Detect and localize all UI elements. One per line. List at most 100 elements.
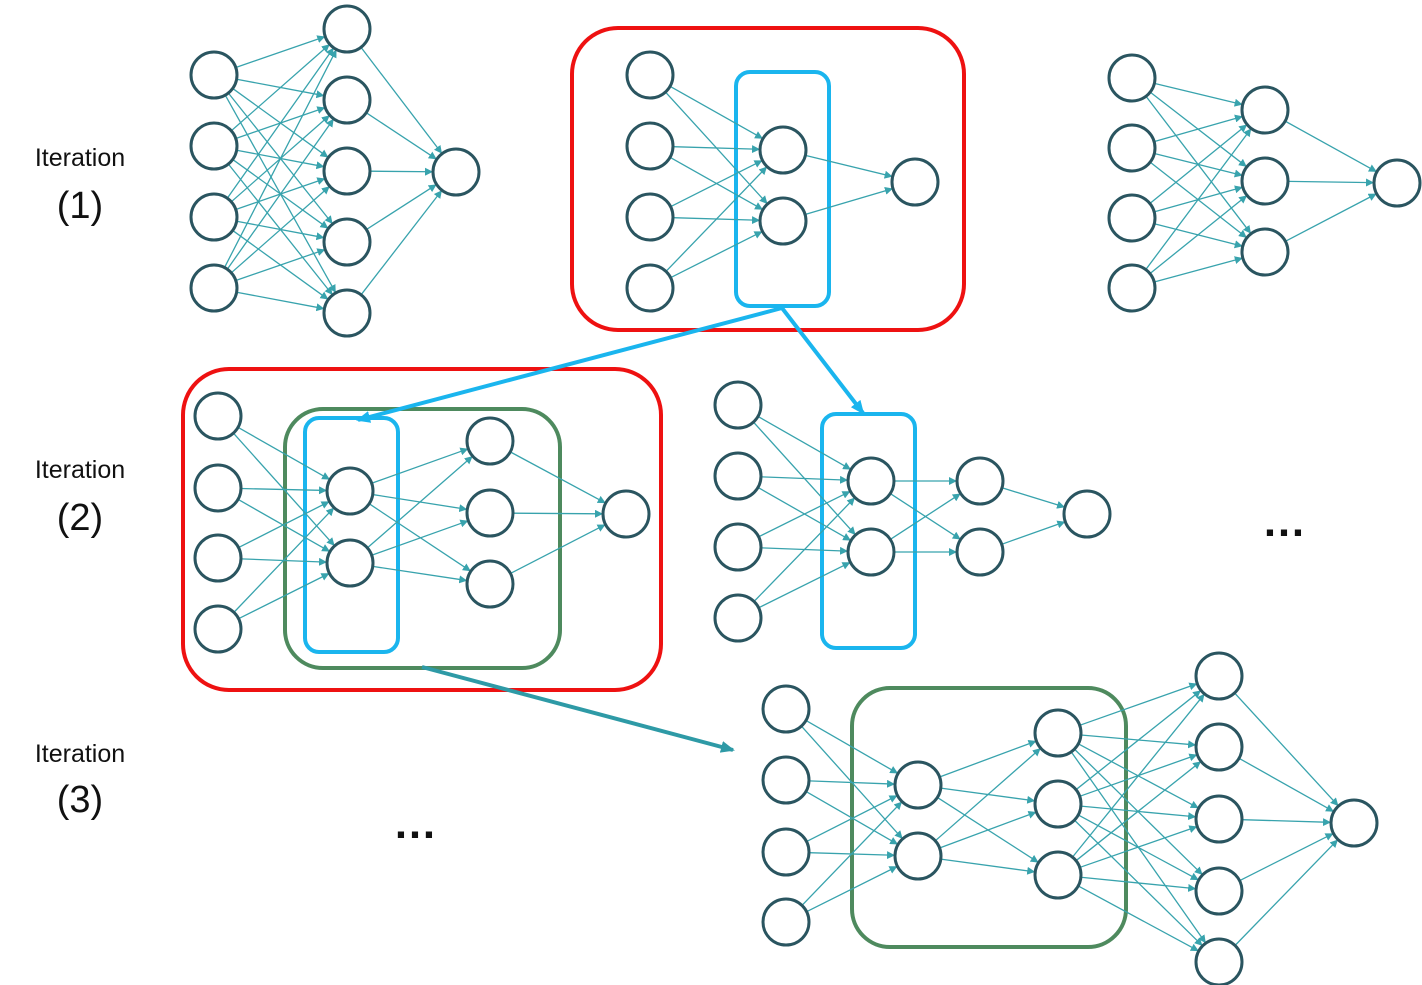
neuron-node — [625, 263, 675, 313]
neuron-node — [193, 391, 243, 441]
connection-edge — [510, 524, 606, 575]
connection-edge — [372, 565, 468, 584]
connection-edge — [758, 491, 851, 538]
neuron-node — [846, 456, 896, 506]
neuron-node — [465, 559, 515, 609]
teal-arrow-to-iteration-3 — [421, 665, 735, 753]
connection-edge — [758, 562, 851, 609]
connection-edge — [1077, 885, 1199, 952]
neuron-node — [890, 157, 940, 207]
neuron-node — [1194, 937, 1244, 985]
neuron-node — [193, 533, 243, 583]
iter1-net3-network — [1107, 53, 1422, 313]
connection-edge — [365, 112, 437, 160]
connection-edge — [1154, 256, 1243, 283]
iteration-1-number: (1) — [57, 185, 103, 227]
iter1-net2-network — [625, 50, 940, 313]
blue-box-iteration-2-left — [303, 416, 400, 654]
neuron-node — [1194, 651, 1244, 701]
connection-edge — [804, 186, 893, 216]
connection-edge — [1287, 178, 1375, 187]
iteration-2-label: Iteration — [35, 456, 125, 484]
connection-edge — [230, 186, 330, 274]
connection-edge — [236, 291, 325, 312]
iteration-1-label: Iteration — [35, 144, 125, 172]
connection-edge — [238, 501, 330, 549]
connection-edge — [669, 85, 763, 139]
connection-edge — [1153, 114, 1243, 143]
networks-group — [189, 4, 1422, 985]
neuron-node — [465, 416, 515, 466]
connection-edge — [806, 795, 898, 843]
neuron-node — [1194, 794, 1244, 844]
neuron-node — [713, 451, 763, 501]
neuron-node — [713, 522, 763, 572]
neuron-node — [761, 684, 811, 734]
neuron-node — [1329, 798, 1379, 848]
connection-edge — [233, 507, 335, 613]
neuron-node — [955, 456, 1005, 506]
connection-edge — [230, 44, 330, 132]
neuron-node — [1033, 779, 1083, 829]
neuron-node — [1107, 123, 1157, 173]
connection-edge — [1001, 487, 1066, 509]
connection-edge — [360, 190, 442, 296]
connection-edge — [366, 184, 437, 231]
neuron-node — [713, 593, 763, 643]
connection-edge — [889, 493, 961, 540]
green-box-iteration-3 — [850, 686, 1128, 949]
neuron-node — [322, 288, 372, 338]
connection-edge — [237, 426, 331, 480]
neuron-node — [325, 466, 375, 516]
connection-edge — [371, 519, 469, 556]
connection-edge — [1075, 690, 1201, 791]
connection-edge — [1285, 193, 1377, 242]
connection-edge — [801, 801, 903, 906]
connection-edge — [1239, 833, 1334, 882]
connection-edge — [757, 415, 852, 470]
connection-edge — [1071, 693, 1205, 858]
connection-edge — [1001, 520, 1066, 545]
connection-edge — [226, 47, 334, 199]
connection-edge — [1234, 692, 1339, 807]
iteration-3-number: (3) — [57, 779, 103, 821]
neuron-node — [893, 831, 943, 881]
connection-edge — [670, 231, 763, 279]
neuron-node — [625, 50, 675, 100]
connection-edge — [1154, 82, 1243, 107]
neuron-node — [193, 463, 243, 513]
neuron-node — [761, 897, 811, 947]
connection-edge — [235, 248, 326, 282]
neuron-node — [758, 196, 808, 246]
connection-edge — [670, 160, 763, 208]
connection-edge — [1149, 195, 1248, 275]
connection-edge — [371, 447, 469, 484]
iter1-net1-network — [189, 4, 481, 338]
connection-edge — [1079, 825, 1198, 869]
connection-edge — [368, 503, 471, 572]
connection-edge — [672, 145, 761, 154]
connection-edge — [1241, 818, 1332, 827]
neuron-node — [189, 50, 239, 100]
blue-arrow-to-iteration-2-right — [780, 306, 865, 415]
neuron-node — [955, 527, 1005, 577]
neuron-node — [322, 75, 372, 125]
neuron-node — [322, 4, 372, 54]
connection-edge — [1238, 757, 1334, 812]
connection-edge — [806, 866, 898, 913]
red-box-iteration-1 — [570, 26, 966, 332]
connection-edge — [1149, 124, 1248, 205]
neuron-node — [713, 380, 763, 430]
neuron-node — [758, 125, 808, 175]
neuron-node — [625, 121, 675, 171]
connection-edge — [235, 35, 326, 69]
iter2-net1-network — [193, 391, 651, 654]
connection-edge — [360, 46, 443, 154]
connection-edge — [939, 740, 1037, 778]
ellipsis-iteration-3: … — [393, 799, 437, 848]
ellipsis-iteration-2: … — [1262, 497, 1306, 546]
neuron-node — [1240, 85, 1290, 135]
neuron-node — [322, 146, 372, 196]
connection-edge — [940, 858, 1036, 875]
